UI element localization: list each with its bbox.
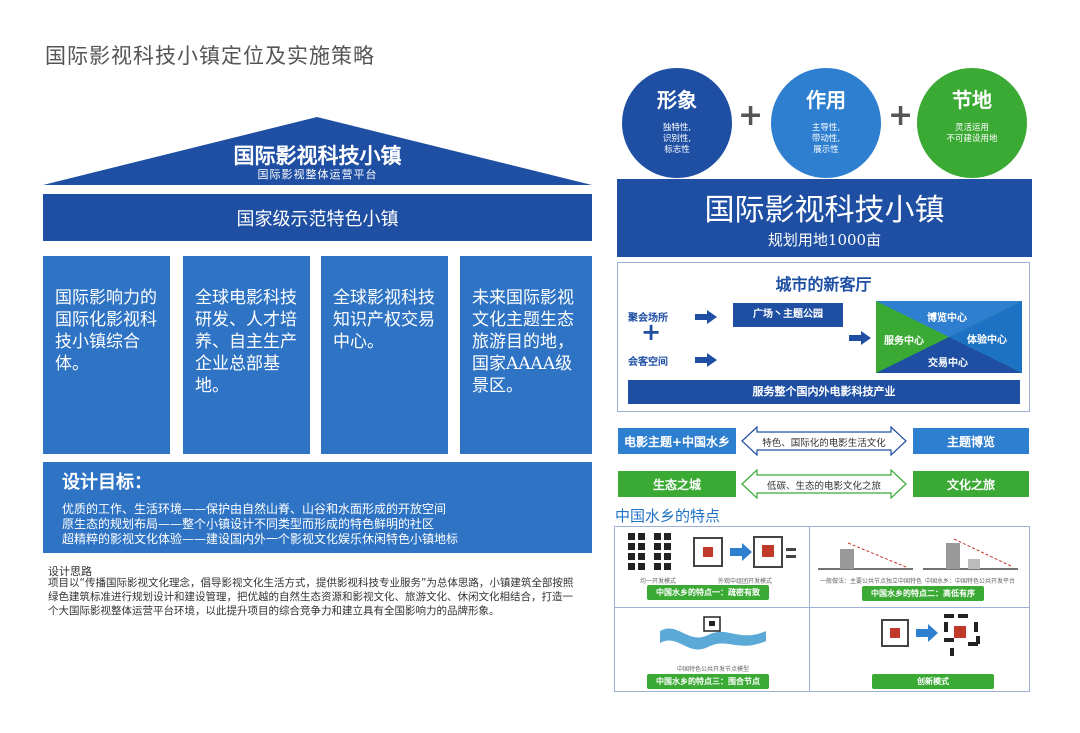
trade-center-label: 交易中心 [928, 358, 968, 369]
expo-center-label: 博览中心 [927, 313, 967, 324]
feature-3-button: 中国水乡的特点三：围合节点 [647, 674, 769, 689]
design-goals-box: 设计目标： 优质的工作、生活环境——保护由自然山脊、山谷和水面形成的开放空间 原… [43, 462, 592, 553]
eco-city-pill: 生态之城 [618, 471, 736, 497]
page-title: 国际影视科技小镇定位及实施策略 [45, 44, 375, 68]
arrow-right-icon [695, 310, 717, 324]
innovation-mode-illustration [881, 614, 980, 656]
demo-town-band: 国家级示范特色小镇 [43, 194, 592, 241]
circle-desc: 不可建设用地 [946, 134, 998, 144]
service-industry-bar: 服务整个国内外电影科技产业 [628, 380, 1020, 404]
circle-function: 作用 主导性, 带动性, 展示性 [771, 68, 881, 178]
features-frame [614, 526, 1030, 692]
goal-line: 原生态的规划布局——整个小镇设计不同类型而形成的特色鲜明的社区 [62, 517, 435, 531]
feature-2-button: 中国水乡的特点二：高低有序 [862, 586, 984, 601]
double-arrow-shape [741, 426, 907, 456]
double-arrow-shape [741, 469, 907, 499]
plaza-park-box: 广场丶主题公园 [733, 303, 843, 327]
center-diamond-shape [876, 301, 1022, 373]
feature-4-button: 创新模式 [872, 674, 994, 689]
meeting-space-label: 会客空间 [628, 357, 668, 368]
goal-line: 优质的工作、生活环境——保护由自然山脊、山谷和水面形成的开放空间 [62, 502, 447, 516]
circle-desc: 带动性, [811, 134, 841, 144]
cell2-caption-b: 中国水乡：中国特色公共开发平台 [925, 578, 1016, 585]
features-heading: 中国水乡的特点 [615, 507, 721, 525]
design-heading: 设计思路 [48, 565, 92, 578]
cell1-caption-b: 外观中组团开发模式 [718, 578, 773, 585]
roof-shape [43, 117, 592, 185]
circle-land: 节地 灵活运用 不可建设用地 [917, 68, 1027, 178]
experience-center-label: 体验中心 [967, 335, 1007, 346]
circle-title: 作用 [806, 88, 846, 112]
design-text: 项目以“传播国际影视文化理念，倡导影视文化生活方式，提供影视科技专业服务”为总体… [48, 577, 574, 617]
city-title: 城市的新客厅 [775, 275, 872, 294]
goals-heading: 设计目标： [62, 472, 152, 493]
feature-1-button: 中国水乡的特点一：疏密有致 [647, 585, 769, 600]
town-band: 国际影视科技小镇 规划用地1000亩 [617, 179, 1032, 257]
density-pattern-illustration [628, 533, 796, 570]
theme-expo-pill: 主题博览 [913, 428, 1029, 454]
plus-sign: + [888, 98, 914, 133]
pillar-4: 未来国际影视文化主题生态旅游目的地，国家AAAA级 景区。 [460, 256, 592, 454]
roof-subtitle: 国际影视整体运营平台 [257, 168, 378, 181]
arrow-right-icon [849, 331, 871, 345]
pillar-3: 全球影视科技知识产权交易中心。 [321, 256, 448, 454]
circle-desc: 主导性, [811, 123, 841, 133]
film-theme-pill: 电影主题+中国水乡 [618, 428, 736, 454]
circle-image: 形象 独特性, 识别性, 标志性 [622, 68, 732, 178]
enclosure-node-illustration [660, 616, 766, 650]
pillar-2: 全球电影科技研发、人才培养、自主生产企业总部基地。 [183, 256, 310, 454]
plus-sign: + [738, 98, 764, 133]
roof-title: 国际影视科技小镇 [233, 143, 402, 168]
circle-title: 形象 [657, 88, 697, 112]
cell3-caption-a: 中国特色公共开发节点模型 [677, 666, 750, 673]
features-divider [809, 527, 810, 691]
circle-desc: 标志性 [664, 145, 690, 155]
circle-desc: 灵活运用 [954, 123, 989, 133]
cell2-caption-a: 一般做法：主要公共节点独立中国特色 [820, 578, 923, 585]
goal-line: 超精粹的影视文化体验——建设国内外一个影视文化娱乐休闲特色小镇地标 [62, 532, 459, 546]
features-divider [615, 607, 1029, 608]
circle-desc: 独特性, [662, 123, 692, 133]
film-culture-text: 特色、国际化的电影生活文化 [762, 438, 886, 449]
city-plus: + [641, 318, 662, 346]
town-title: 国际影视科技小镇 [704, 193, 945, 228]
service-center-label: 服务中心 [884, 336, 924, 347]
height-order-illustration [818, 538, 1018, 570]
circle-title: 节地 [952, 88, 992, 112]
circle-desc: 展示性 [813, 145, 839, 155]
cell1-caption-a: 均一开发模式 [640, 578, 677, 585]
pillar-1: 国际影响力的国际化影视科技小镇综合体。 [43, 256, 170, 454]
gathering-place-label: 聚会场所 [628, 313, 668, 324]
culture-trip-pill: 文化之旅 [913, 471, 1029, 497]
town-subtitle: 规划用地1000亩 [767, 231, 882, 249]
circle-desc: 识别性, [662, 134, 692, 144]
arrow-right-icon [695, 353, 717, 367]
lowcarbon-text: 低碳、生态的电影文化之旅 [766, 481, 881, 492]
